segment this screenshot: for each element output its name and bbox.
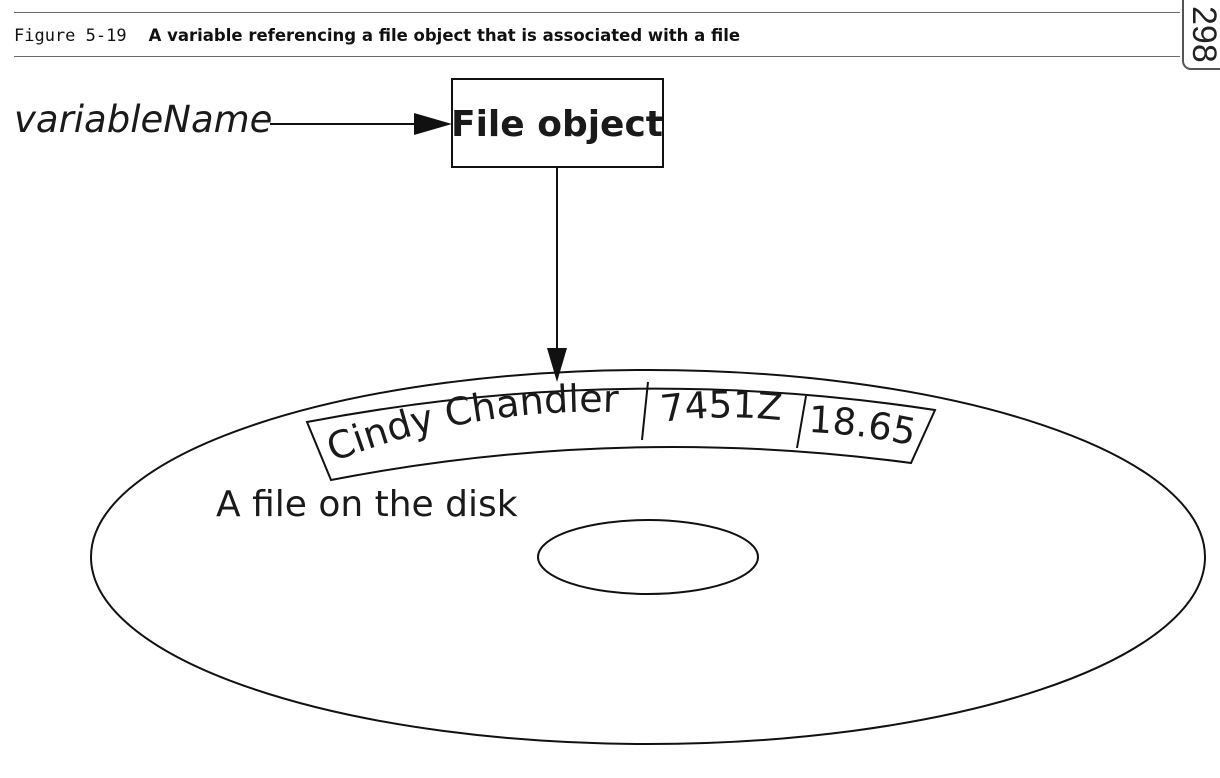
figure-title: A variable referencing a file object tha…: [148, 26, 741, 45]
disk-hole-ellipse: [537, 519, 759, 595]
file-object-box: [451, 78, 664, 168]
caption-top-rule: [14, 12, 1180, 13]
record-field-id: 7451Z: [658, 383, 784, 430]
file-record-band: [305, 387, 937, 482]
variable-name-label: variableName: [14, 98, 272, 141]
figure-number: Figure 5-19: [14, 26, 127, 46]
record-field-divider: [641, 381, 649, 441]
disk-outer-ellipse: [90, 369, 1206, 745]
association-arrowhead: [547, 348, 567, 382]
file-object-label: File object: [451, 104, 663, 145]
reference-arrowhead: [414, 113, 452, 135]
caption-bottom-rule: [14, 56, 1180, 57]
figure-caption: Figure 5-19 A variable referencing a fil…: [14, 24, 740, 48]
record-field-divider: [796, 395, 807, 449]
page-number-tab: [1182, 0, 1220, 70]
disk-file-label: A file on the disk: [216, 484, 518, 525]
